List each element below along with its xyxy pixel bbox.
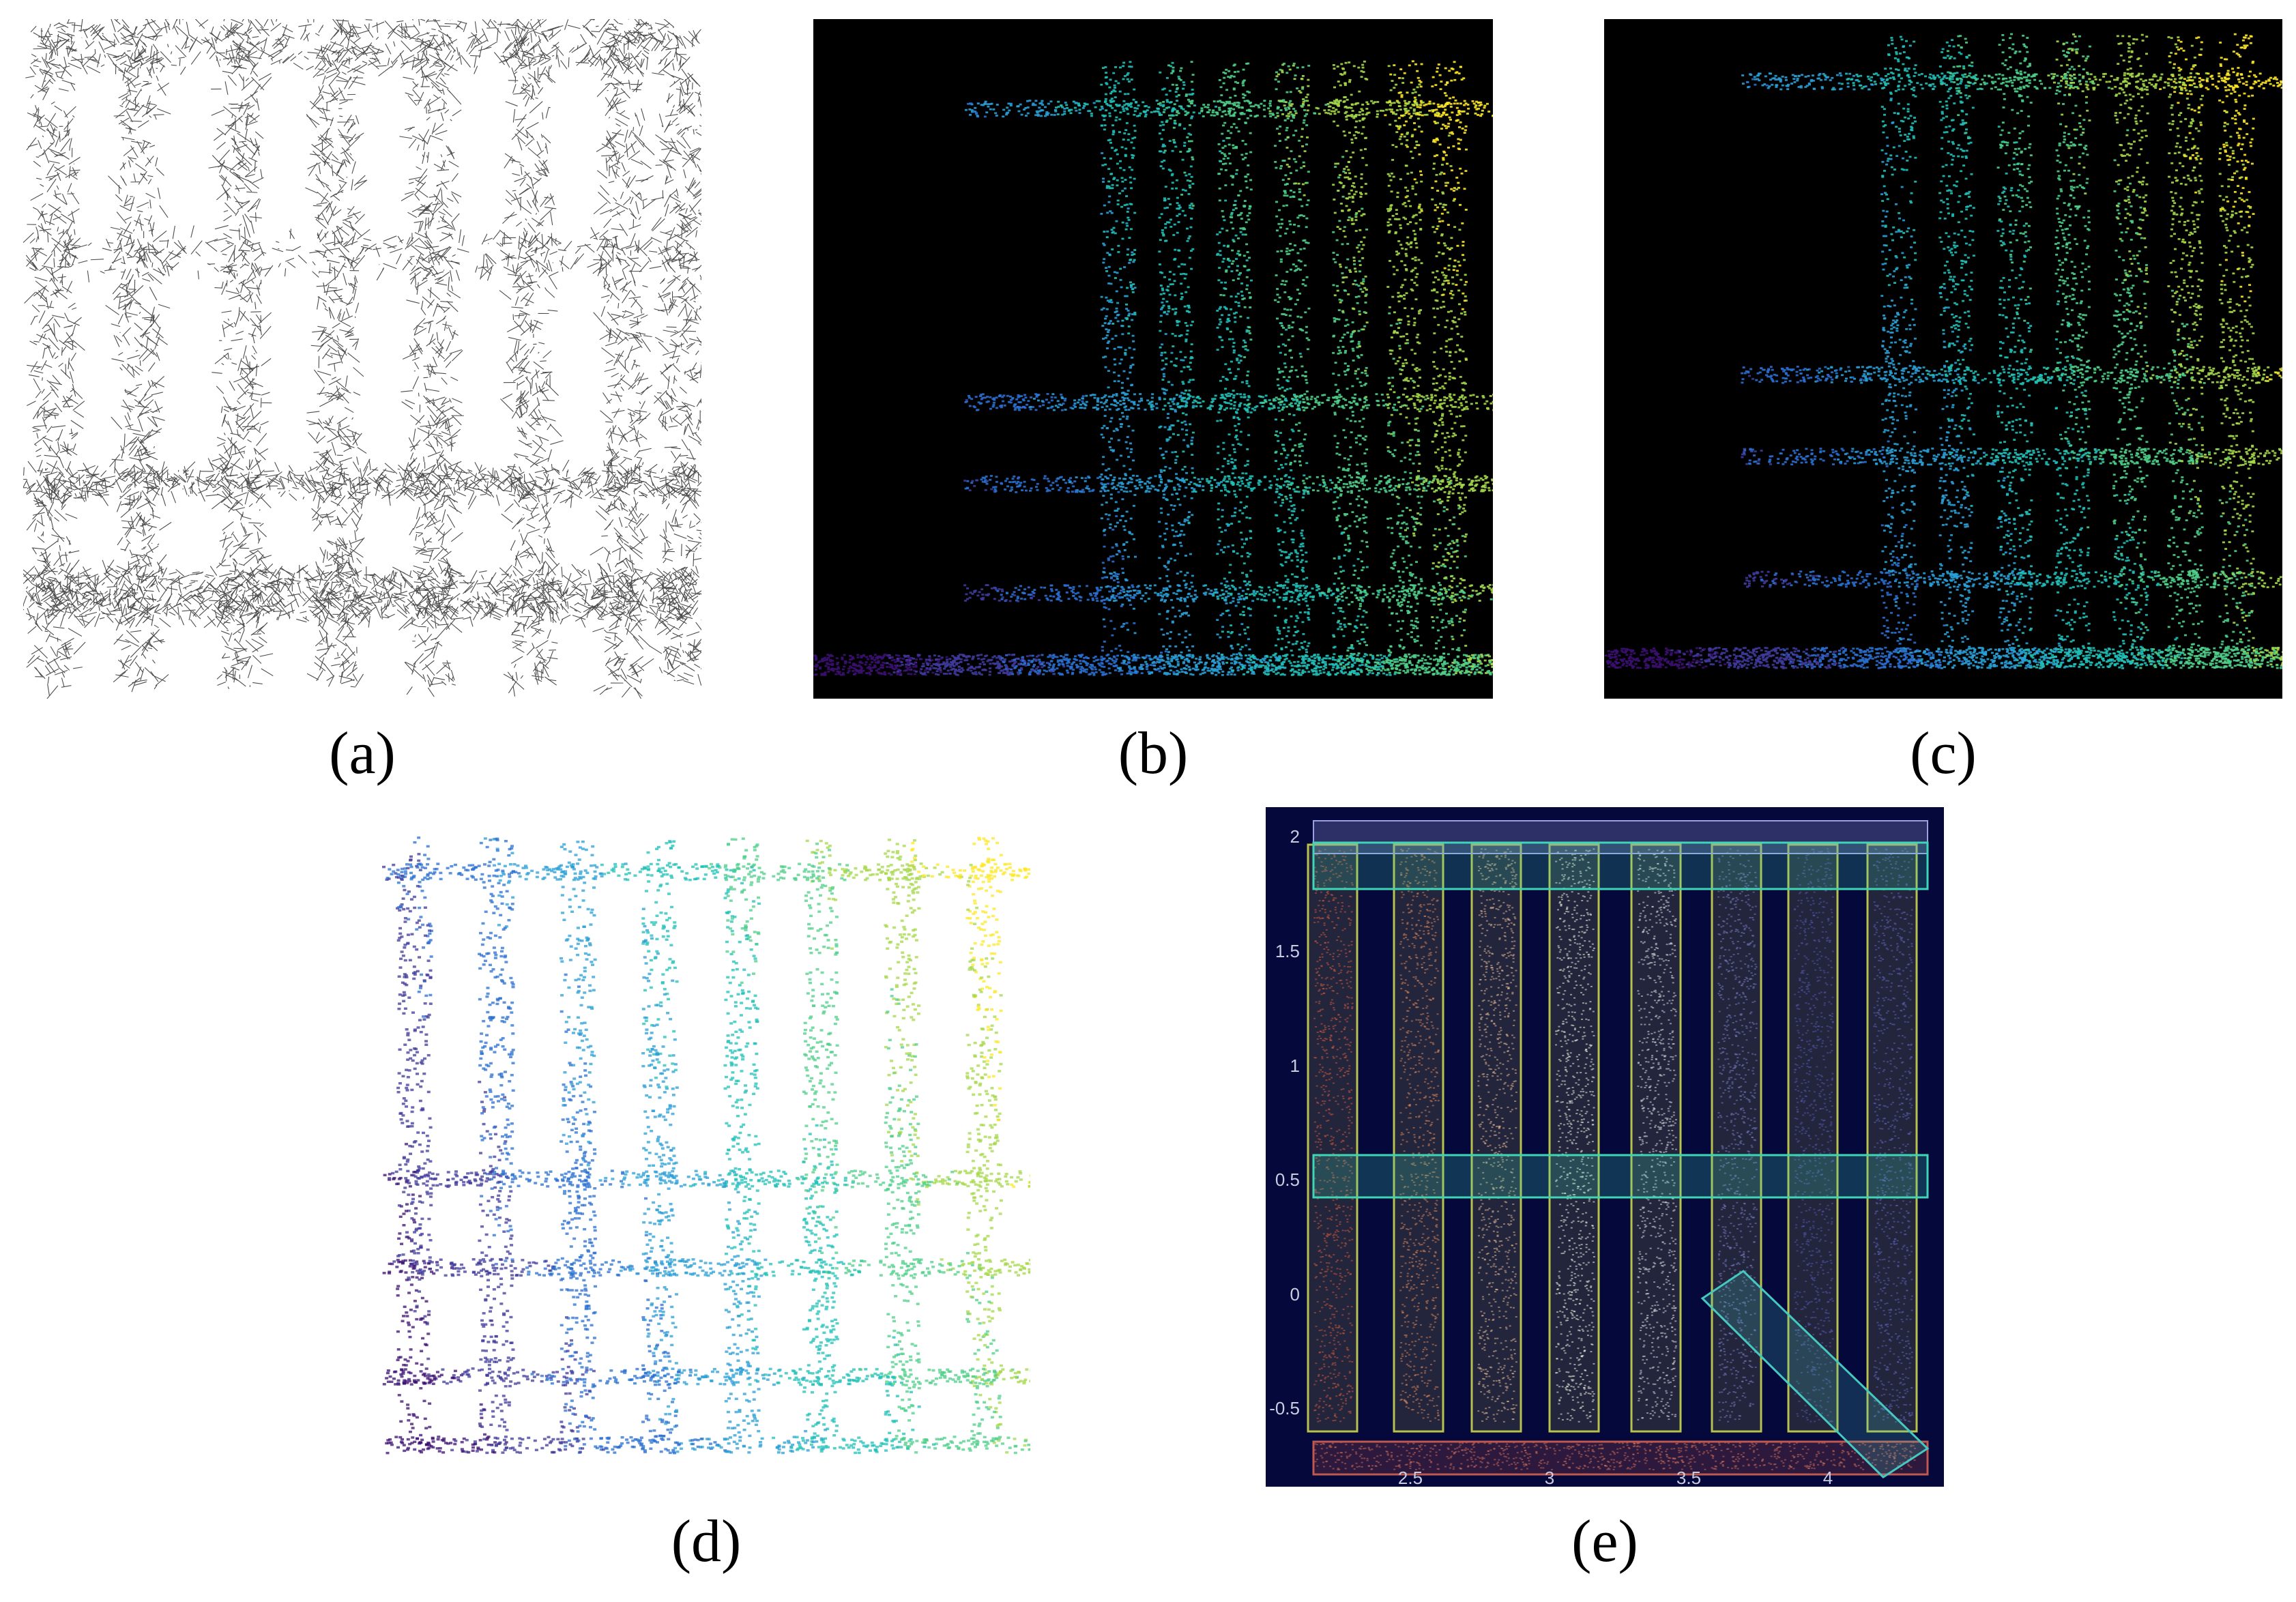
panel-c-point-cloud-filtered bbox=[1604, 19, 2282, 699]
y-tick-label: 0 bbox=[1290, 1284, 1300, 1305]
caption-e: (e) bbox=[1537, 1508, 1673, 1576]
y-tick-label: -0.5 bbox=[1269, 1398, 1300, 1418]
plot-points bbox=[1313, 848, 1916, 1470]
panel-d-point-cloud-white bbox=[382, 816, 1030, 1491]
wireframe-mesh-image bbox=[23, 19, 701, 699]
x-tick-label: 3 bbox=[1545, 1468, 1554, 1487]
point-cloud-filtered-image bbox=[1604, 33, 2282, 669]
fitted-boxes-plot: 2.5 3 3.5 4 2 1.5 1 0.5 0 -0.5 bbox=[1269, 820, 1930, 1487]
x-tick-label: 2.5 bbox=[1398, 1468, 1423, 1487]
panel-e-fitted-boxes-plot: 2.5 3 3.5 4 2 1.5 1 0.5 0 -0.5 bbox=[1266, 807, 1944, 1487]
fitted-boxes bbox=[1307, 820, 1930, 1479]
y-tick-label: 2 bbox=[1290, 826, 1300, 847]
panel-a-wireframe-mesh bbox=[23, 19, 701, 699]
y-tick-label: 1.5 bbox=[1275, 941, 1300, 961]
caption-c: (c) bbox=[1875, 720, 2011, 788]
axis-ticks: 2.5 3 3.5 4 2 1.5 1 0.5 0 -0.5 bbox=[1269, 826, 1833, 1487]
point-cloud-raw-image bbox=[813, 60, 1493, 676]
caption-a: (a) bbox=[294, 720, 431, 788]
y-tick-label: 1 bbox=[1290, 1055, 1300, 1076]
panel-b-point-cloud-raw bbox=[813, 19, 1493, 699]
x-tick-label: 4 bbox=[1823, 1468, 1833, 1487]
caption-d: (d) bbox=[638, 1508, 774, 1576]
point-cloud-white-image bbox=[382, 836, 1030, 1455]
caption-b: (b) bbox=[1085, 720, 1221, 788]
y-tick-label: 0.5 bbox=[1275, 1169, 1300, 1190]
x-tick-label: 3.5 bbox=[1676, 1468, 1701, 1487]
